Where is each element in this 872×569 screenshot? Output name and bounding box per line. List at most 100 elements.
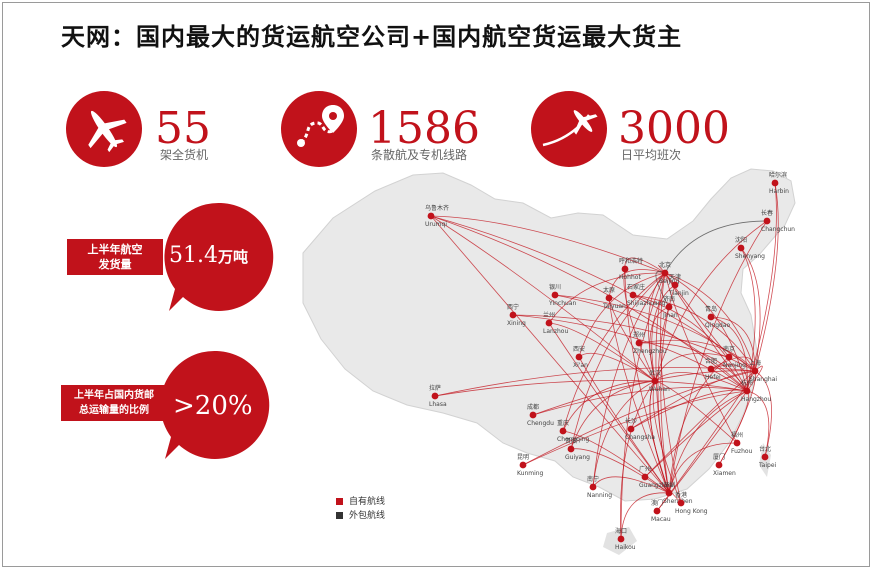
city-marker (743, 387, 751, 395)
route-line (434, 367, 756, 397)
volume-tag-label: 上半年航空 发货量 (87, 243, 143, 271)
route-line (654, 220, 768, 382)
map-legend: 自有航线 外包航线 (336, 495, 385, 523)
city-marker (605, 294, 613, 302)
stat-airplane-badge (66, 91, 142, 167)
city-name-cn: 昆明 (517, 454, 529, 461)
share-tag-label: 上半年占国内货邮 总运输量的比例 (74, 390, 154, 416)
route-line (664, 272, 756, 372)
route-line (664, 272, 738, 444)
route-line (710, 356, 756, 372)
airplane-icon (88, 110, 127, 153)
city-marker (665, 303, 673, 311)
route-line (662, 484, 682, 504)
route-line (578, 272, 666, 358)
city-name-en: Nanning (587, 492, 612, 499)
stat-label-routes: 条散航及专机线路 (371, 148, 468, 162)
route-line (668, 442, 738, 494)
route-line (430, 215, 670, 494)
city-name-cn: 哈尔滨 (769, 171, 787, 179)
route-line (644, 370, 756, 478)
city-marker (677, 499, 685, 507)
city-marker (621, 265, 629, 273)
city-marker (529, 411, 537, 419)
city-name-cn: 合肥 (705, 357, 717, 365)
city-name-cn: 广州 (639, 465, 651, 473)
volume-unit: 万吨 (217, 248, 248, 266)
city-marker (519, 461, 527, 469)
route-line (430, 215, 748, 392)
city-marker (707, 313, 715, 321)
city-name-en: Harbin (769, 188, 789, 195)
city-name-en: Guiyang (565, 454, 590, 461)
city-marker (665, 489, 673, 497)
route-line (654, 380, 738, 444)
china-route-map: 乌鲁木齐Urumqi哈尔滨Harbin长春Changchun沈阳Shenyang… (302, 168, 796, 555)
route-line (710, 316, 756, 372)
city-marker (733, 439, 741, 447)
city-marker (635, 339, 643, 347)
city-marker (761, 453, 769, 461)
city-name-en: Taiyuan (602, 303, 626, 310)
volume-value: 51.4万吨 (169, 243, 248, 268)
route-line (754, 182, 779, 372)
route-line (630, 370, 756, 430)
route-line (656, 370, 756, 512)
city-name-cn: 郑州 (633, 331, 645, 339)
route-line (664, 220, 768, 274)
city-name-cn: 杭州 (741, 379, 753, 387)
route-line (648, 272, 666, 382)
route-line (754, 370, 772, 458)
city-marker (559, 427, 567, 435)
stat-label-fleet: 架全货机 (160, 148, 209, 162)
city-name-en: Zhengzhou (633, 348, 667, 355)
china-map-silhouette (302, 168, 796, 502)
city-name-en: Chengdu (527, 420, 554, 427)
city-marker (589, 483, 597, 491)
route-line (578, 352, 656, 382)
city-name-cn: 南京 (723, 345, 735, 353)
city-name-cn: 南宁 (587, 475, 599, 483)
route-line (654, 352, 730, 382)
stat-takeoff-badge (531, 91, 607, 167)
city-name-en: Xiamen (713, 470, 736, 477)
route-line (668, 356, 730, 494)
city-name-en: Hong Kong (675, 508, 708, 515)
city-name-cn: 拉萨 (429, 384, 441, 392)
city-name-en: Tianjin (668, 290, 689, 297)
route-line (620, 380, 656, 540)
route-line (654, 372, 748, 392)
city-name-en: Wuhan (649, 386, 670, 393)
city-name-en: Hangzhou (741, 396, 771, 403)
city-name-cn: 西安 (573, 345, 585, 353)
route-line (620, 492, 670, 540)
route-line (664, 272, 748, 392)
route-line (740, 247, 761, 372)
city-name-en: Urumqi (425, 221, 447, 228)
share-value: >20% (173, 391, 253, 421)
takeoff-icon (542, 110, 598, 147)
city-marker (715, 461, 723, 469)
city-name-cn: 石家庄 (627, 283, 645, 291)
route-line (651, 284, 676, 382)
route-line (548, 272, 666, 324)
city-name-cn: 西宁 (507, 303, 519, 311)
city-name-cn: 沈阳 (735, 236, 747, 244)
route-line (512, 314, 748, 392)
route-line (620, 272, 666, 540)
city-name-cn: 青岛 (705, 305, 717, 313)
city-marker (751, 367, 759, 375)
route-line (570, 272, 666, 450)
city-name-en: Macau (651, 516, 671, 523)
city-name-en: Chongqing (557, 436, 590, 443)
city-name-cn: 贵阳 (565, 437, 577, 445)
city-marker (627, 425, 635, 433)
city-name-en: Xining (507, 320, 526, 327)
route-line (624, 257, 666, 274)
stat-number-routes: 1586 (368, 103, 480, 154)
route-line (718, 370, 756, 466)
share-bubble (160, 350, 270, 459)
city-marker (763, 217, 771, 225)
route-line (649, 380, 670, 494)
city-marker (671, 281, 679, 289)
